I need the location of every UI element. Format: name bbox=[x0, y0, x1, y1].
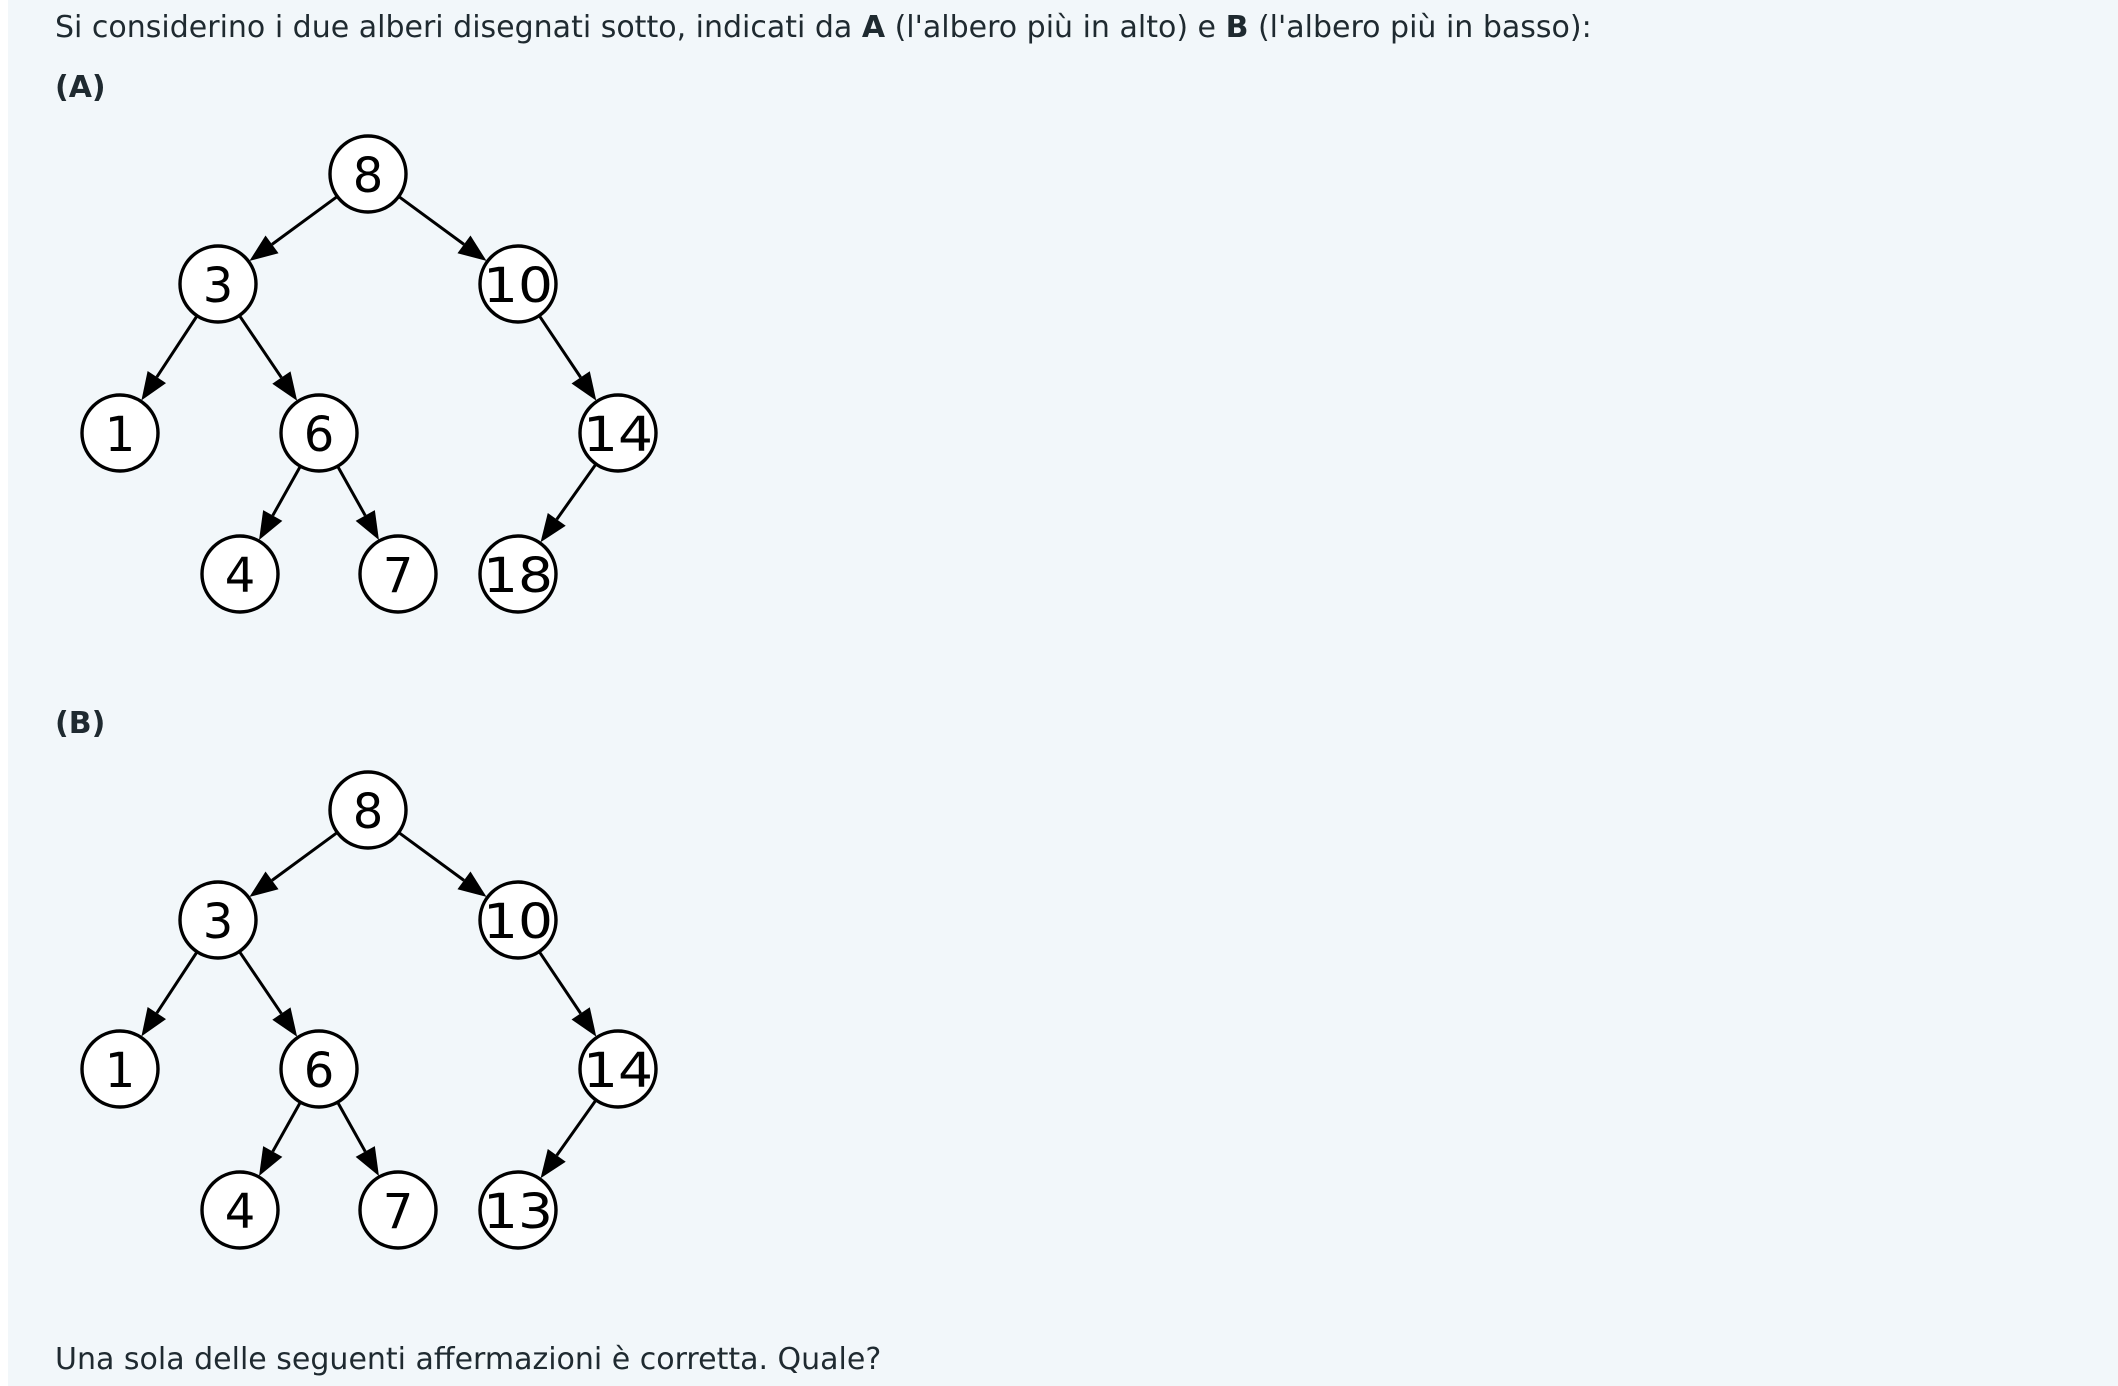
question-text: Una sola delle seguenti affermazioni è c… bbox=[55, 1342, 882, 1377]
tree-a-node-circle bbox=[578, 393, 658, 473]
tree-a-edge-6-4 bbox=[271, 465, 302, 517]
tree-a-node-circle bbox=[478, 534, 558, 614]
tree-a-arrowhead-3-1 bbox=[141, 370, 167, 401]
tree-b-node-circle bbox=[358, 1170, 438, 1250]
tree-b-node-circle bbox=[328, 770, 408, 850]
tree-a-node-value: 10 bbox=[483, 258, 553, 314]
tree-a-node-4: 4 bbox=[200, 534, 280, 614]
tree-b-node-6: 6 bbox=[279, 1029, 359, 1109]
tree-a-node-8: 8 bbox=[328, 134, 408, 214]
tree-b-node-3: 3 bbox=[178, 880, 258, 960]
tree-b-reference: B bbox=[1225, 10, 1249, 45]
tree-a-node-7: 7 bbox=[358, 534, 438, 614]
tree-b-node-circle bbox=[279, 1029, 359, 1109]
tree-a-node-1: 1 bbox=[80, 393, 160, 473]
tree-a-node-6: 6 bbox=[279, 393, 359, 473]
intro-part-2: (l'albero più in alto) e bbox=[885, 10, 1226, 45]
tree-b-arrowhead-3-6 bbox=[272, 1007, 298, 1037]
intro-part-1: Si considerino i due alberi disegnati so… bbox=[55, 10, 862, 45]
tree-b-arrowhead-8-3 bbox=[249, 871, 279, 897]
tree-a-node-value: 8 bbox=[353, 148, 384, 204]
tree-a-arrowhead-6-7 bbox=[355, 510, 379, 540]
tree-b-node-value: 4 bbox=[225, 1184, 256, 1240]
tree-a-arrowhead-3-6 bbox=[272, 371, 298, 401]
tree-a-edge-8-10 bbox=[397, 195, 465, 246]
tree-a-edge-6-7 bbox=[336, 465, 367, 517]
tree-b-node-value: 3 bbox=[203, 894, 234, 950]
tree-b-edge-6-4 bbox=[271, 1101, 302, 1153]
tree-b-node-value: 6 bbox=[304, 1043, 335, 1099]
tree-b-arrowhead-8-10 bbox=[457, 871, 487, 897]
tree-a-edge-10-14 bbox=[537, 314, 582, 379]
tree-a-node-circle bbox=[358, 534, 438, 614]
tree-a-node-value: 3 bbox=[203, 258, 234, 314]
tree-a-node-circle bbox=[279, 393, 359, 473]
tree-b-edge-3-6 bbox=[238, 950, 283, 1015]
tree-b-node-8: 8 bbox=[328, 770, 408, 850]
tree-a-node-circle bbox=[478, 244, 558, 324]
tree-a-arrowhead-8-10 bbox=[457, 235, 487, 261]
tree-b-arrowhead-6-4 bbox=[259, 1146, 283, 1176]
tree-b-arrowhead-6-7 bbox=[355, 1146, 379, 1176]
tree-b-node-circle bbox=[478, 880, 558, 960]
tree-a-node-value: 6 bbox=[304, 407, 335, 463]
tree-b-edge-8-10 bbox=[397, 831, 465, 882]
tree-b-node-value: 7 bbox=[383, 1184, 414, 1240]
tree-b-node-circle bbox=[578, 1029, 658, 1109]
tree-a-node-3: 3 bbox=[178, 244, 258, 324]
tree-a-node-14: 14 bbox=[578, 393, 658, 473]
tree-a-edge-3-6 bbox=[238, 314, 283, 379]
tree-b-edge-8-3 bbox=[271, 831, 339, 882]
tree-a-node-value: 1 bbox=[105, 407, 136, 463]
tree-b-node-circle bbox=[200, 1170, 280, 1250]
tree-a-edge-14-18 bbox=[555, 463, 598, 521]
tree-a-label: (A) bbox=[55, 70, 106, 105]
tree-a-node-value: 14 bbox=[583, 407, 653, 463]
tree-b-edge-10-14 bbox=[537, 950, 582, 1015]
tree-b-node-10: 10 bbox=[478, 880, 558, 960]
tree-a-arrowhead-10-14 bbox=[571, 371, 597, 401]
tree-b-node-1: 1 bbox=[80, 1029, 160, 1109]
tree-b-node-7: 7 bbox=[358, 1170, 438, 1250]
tree-a-edge-8-3 bbox=[271, 195, 339, 246]
tree-a-node-10: 10 bbox=[478, 244, 558, 324]
tree-b-arrowhead-10-14 bbox=[571, 1007, 597, 1037]
tree-a-node-value: 7 bbox=[383, 548, 414, 604]
tree-b-node-14: 14 bbox=[578, 1029, 658, 1109]
tree-b-edge-3-1 bbox=[155, 950, 199, 1014]
tree-a-node-18: 18 bbox=[478, 534, 558, 614]
tree-a-diagram: 8 3 10 1 6 14 4 7 18 bbox=[80, 134, 658, 614]
tree-a-arrowhead-6-4 bbox=[259, 510, 283, 540]
tree-b-node-circle bbox=[478, 1170, 558, 1250]
intro-text: Si considerino i due alberi disegnati so… bbox=[55, 10, 1592, 46]
tree-a-node-value: 4 bbox=[225, 548, 256, 604]
tree-a-node-circle bbox=[80, 393, 160, 473]
tree-b-diagram: 8 3 10 1 6 14 4 7 13 bbox=[80, 770, 658, 1250]
tree-b-node-circle bbox=[80, 1029, 160, 1109]
tree-b-node-value: 10 bbox=[483, 894, 553, 950]
tree-b-node-circle bbox=[178, 880, 258, 960]
tree-b-arrowhead-14-13 bbox=[540, 1148, 566, 1179]
tree-b-edge-14-13 bbox=[555, 1099, 598, 1157]
tree-a-node-circle bbox=[328, 134, 408, 214]
tree-a-node-circle bbox=[178, 244, 258, 324]
tree-a-reference: A bbox=[861, 10, 886, 45]
tree-a-arrowhead-8-3 bbox=[249, 235, 279, 261]
tree-a-node-value: 18 bbox=[483, 548, 553, 604]
tree-b-node-value: 8 bbox=[353, 784, 384, 840]
tree-a-edge-3-1 bbox=[155, 314, 199, 378]
tree-b-node-13: 13 bbox=[478, 1170, 558, 1250]
tree-a-node-circle bbox=[200, 534, 280, 614]
tree-b-label: (B) bbox=[55, 706, 106, 741]
tree-b-node-value: 1 bbox=[105, 1043, 136, 1099]
intro-part-3: (l'albero più in basso): bbox=[1248, 10, 1592, 45]
tree-b-node-value: 14 bbox=[583, 1043, 653, 1099]
tree-b-node-4: 4 bbox=[200, 1170, 280, 1250]
question-panel: Si considerino i due alberi disegnati so… bbox=[8, 0, 2118, 1386]
tree-b-node-value: 13 bbox=[483, 1184, 553, 1240]
tree-b-edge-6-7 bbox=[336, 1101, 367, 1153]
tree-a-arrowhead-14-18 bbox=[540, 512, 566, 543]
tree-b-arrowhead-3-1 bbox=[141, 1006, 167, 1037]
